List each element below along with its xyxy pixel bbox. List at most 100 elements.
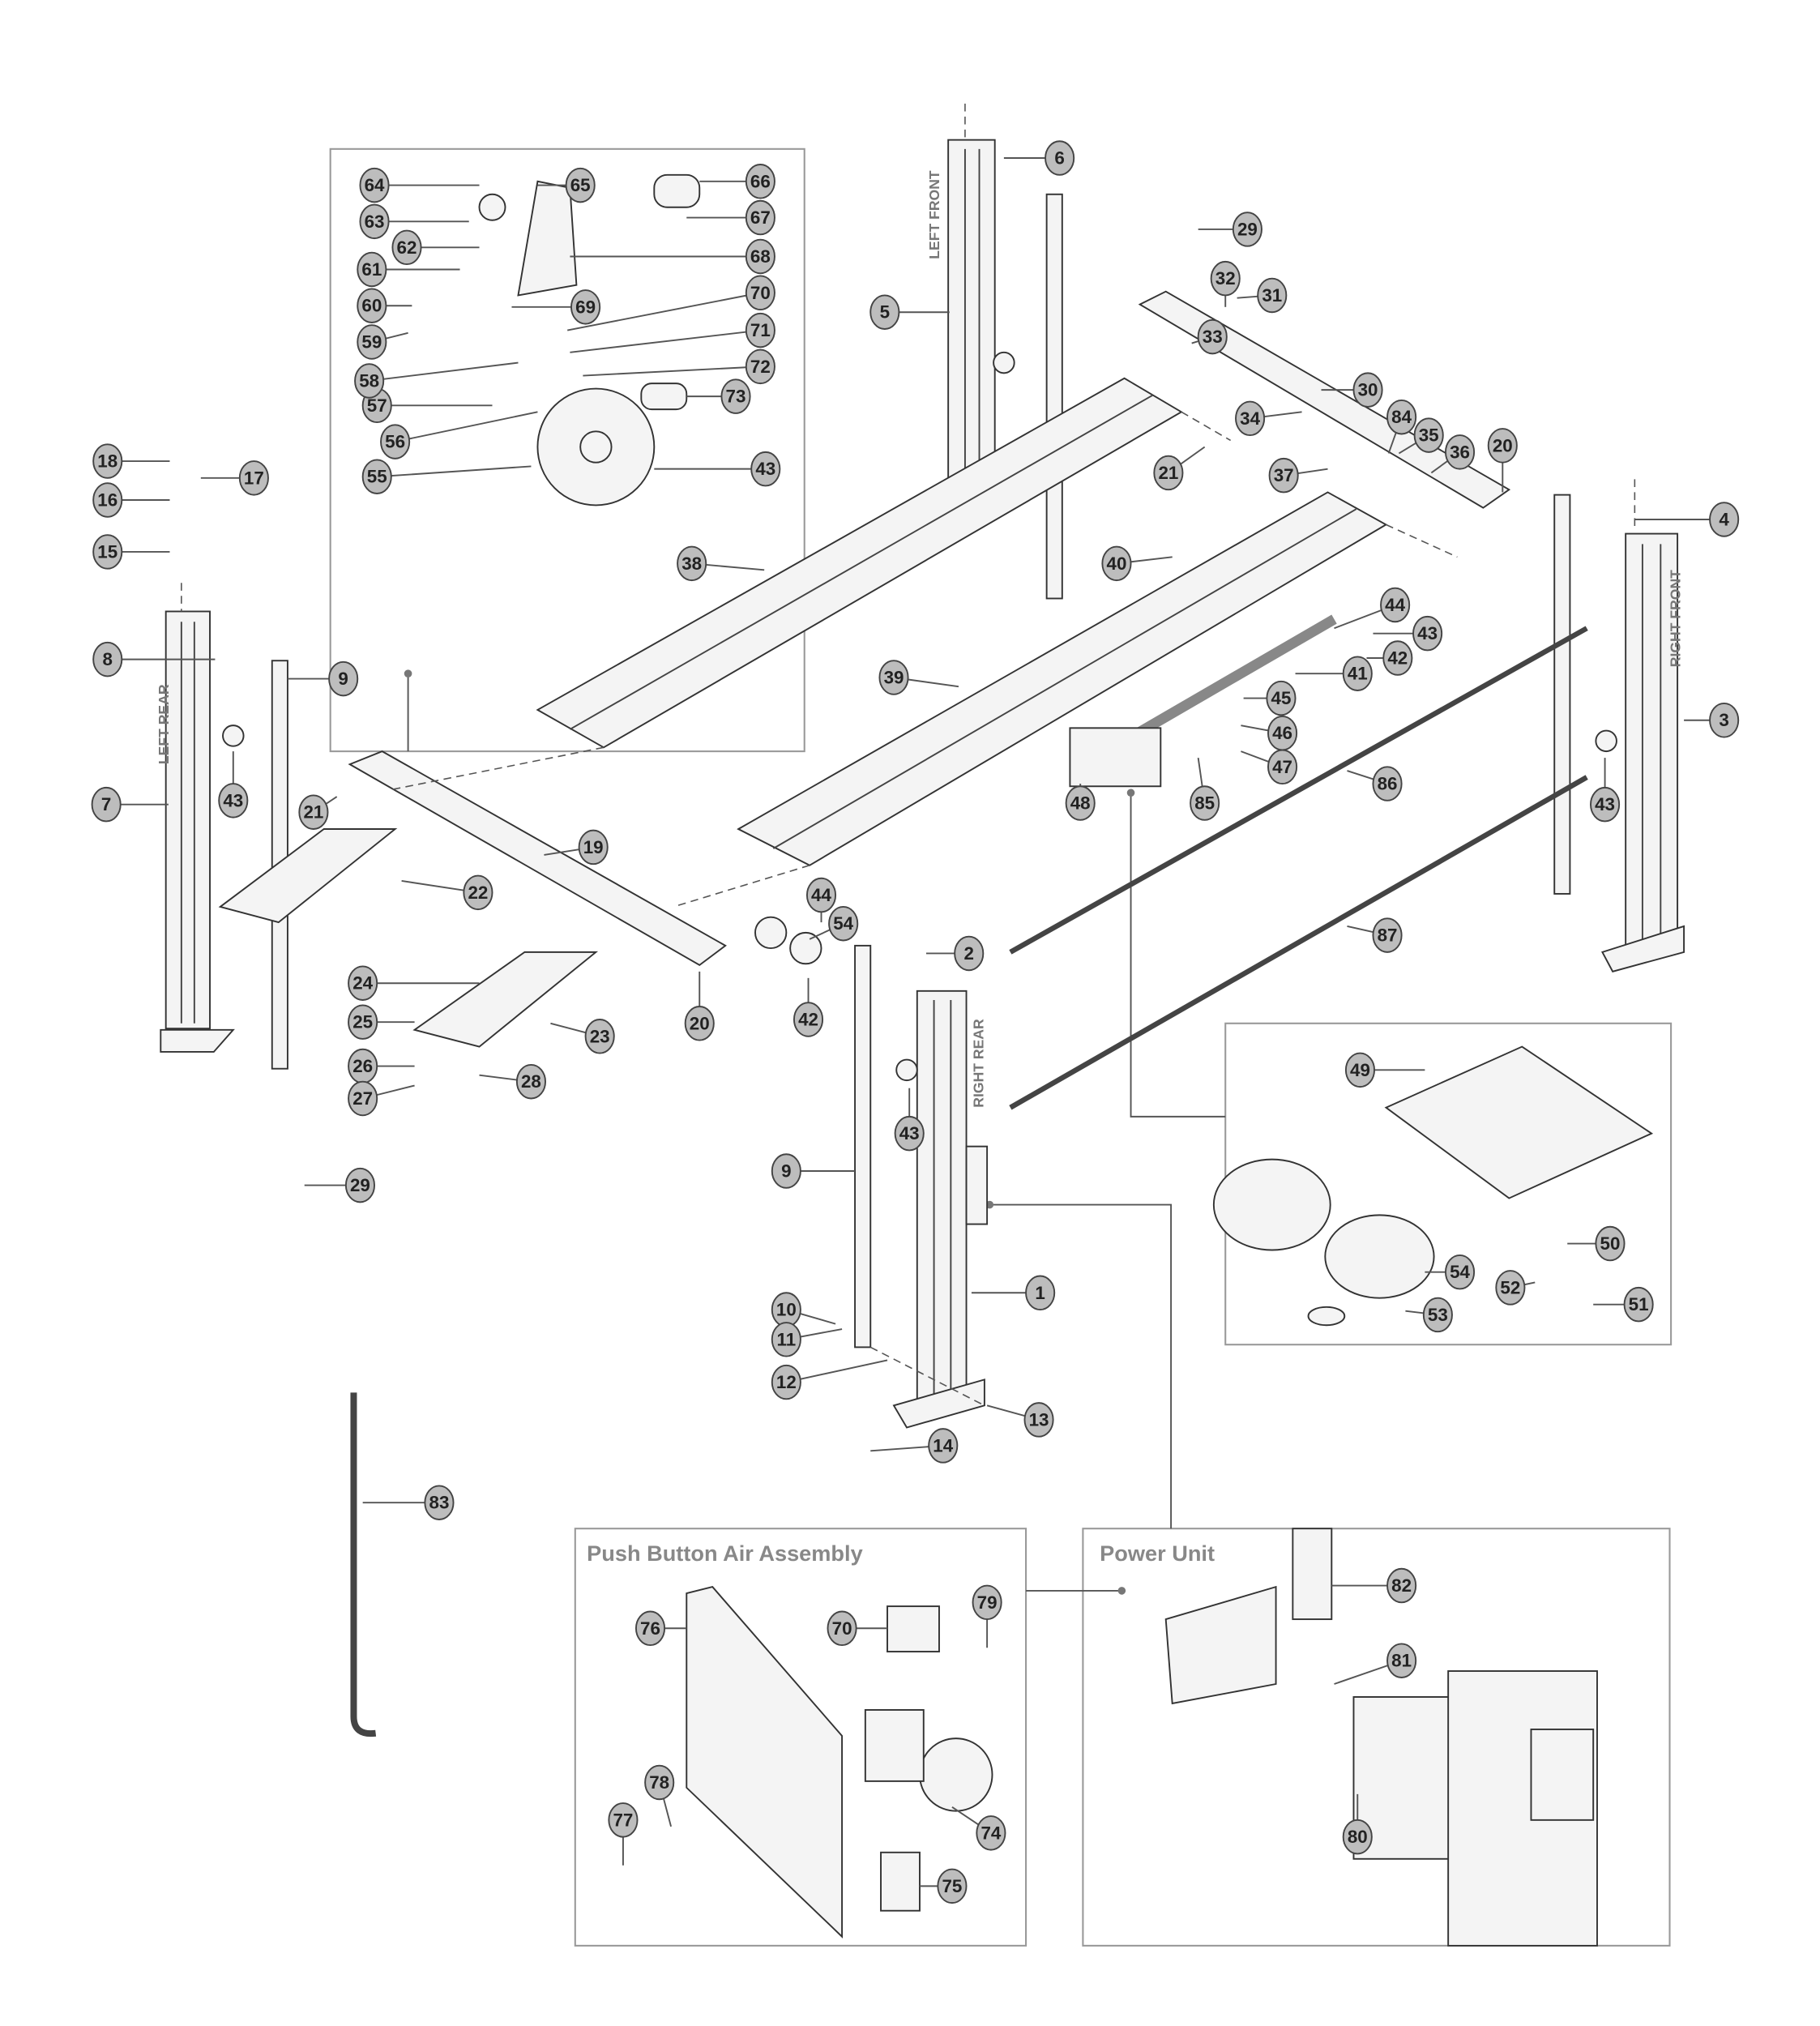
callout-number: 65: [570, 175, 591, 195]
callout-number: 28: [521, 1071, 541, 1092]
callout-bubble: [972, 1584, 1002, 1621]
cylinder-41: [1137, 614, 1337, 737]
callout-52: 52: [1495, 1270, 1536, 1306]
callout-5: 5: [869, 294, 950, 330]
callout-number: 12: [776, 1372, 797, 1392]
callout-number: 72: [750, 357, 771, 377]
callout-number: 19: [583, 837, 604, 857]
callout-31: 31: [1237, 277, 1288, 314]
crossbeam-30: [1138, 290, 1511, 509]
callout-number: 49: [1350, 1060, 1370, 1080]
callout-number: 23: [590, 1026, 610, 1046]
callout-bubble: [1210, 260, 1241, 297]
callout-bubble: [805, 877, 837, 913]
callout-number: 42: [798, 1009, 818, 1029]
callout-23: 23: [550, 1019, 615, 1054]
callout-number: 22: [468, 883, 488, 903]
callout-number: 59: [361, 331, 382, 352]
callout-number: 6: [1054, 148, 1064, 169]
callout-bubble: [634, 1610, 666, 1647]
callout-75: 75: [919, 1868, 968, 1904]
callout-81: 81: [1334, 1643, 1417, 1685]
callout-number: 39: [884, 667, 904, 687]
callout-77: 77: [608, 1802, 639, 1866]
callout-bubble: [1372, 917, 1403, 953]
column-left-front: LEFT FRONT: [926, 139, 996, 481]
callout-number: 86: [1378, 774, 1398, 794]
callout-bubble: [1257, 277, 1288, 314]
callout-62: 62: [391, 229, 480, 266]
callout-1: 1: [971, 1275, 1056, 1311]
callout-47: 47: [1241, 749, 1298, 785]
callout-number: 8: [103, 649, 113, 669]
callout-number: 17: [244, 468, 264, 488]
callout-bubble: [1235, 400, 1266, 437]
sheave-block-48: [1069, 727, 1162, 788]
svg-text:RIGHT REAR: RIGHT REAR: [970, 1019, 986, 1108]
callout-number: 79: [977, 1592, 998, 1613]
callout-number: 71: [750, 320, 771, 340]
callout-number: 5: [880, 302, 890, 323]
callout-number: 63: [365, 212, 385, 232]
callout-55: 55: [361, 459, 532, 494]
callout-bubble: [328, 660, 359, 697]
callout-bubble: [750, 451, 781, 487]
callout-70: 70: [567, 275, 775, 331]
callout-42: 42: [793, 977, 824, 1037]
callout-number: 61: [361, 259, 382, 280]
callout-number: 21: [303, 802, 323, 823]
callout-number: 82: [1391, 1575, 1412, 1596]
callout-54: 54: [1425, 1254, 1476, 1290]
callout-67: 67: [686, 199, 775, 236]
callout-bubble: [745, 164, 775, 199]
callout-33: 33: [1191, 318, 1228, 355]
callout-number: 44: [811, 885, 831, 905]
callout-bubble: [745, 238, 775, 275]
callout-number: 20: [1493, 435, 1513, 455]
callout-number: 75: [942, 1876, 963, 1896]
sheaves: [222, 351, 1617, 1327]
callout-number: 60: [361, 296, 382, 316]
rod-86: [1009, 626, 1588, 955]
leader-line: [786, 1359, 888, 1383]
callout-bubble: [92, 482, 123, 518]
callout-bubble: [1372, 766, 1403, 801]
callout-bubble: [359, 203, 390, 240]
callout-number: 26: [352, 1056, 373, 1076]
callout-29: 29: [304, 1167, 375, 1203]
hydraulic-hose-83: [350, 1392, 377, 1737]
callout-bubble: [92, 534, 123, 570]
callout-38: 38: [677, 545, 765, 582]
callout-11: 11: [771, 1322, 843, 1357]
callout-37: 37: [1268, 457, 1328, 494]
callout-54: 54: [809, 905, 859, 942]
callout-bubble: [1342, 1819, 1373, 1855]
callout-61: 61: [357, 251, 460, 288]
approach-ramp-24: [412, 951, 599, 1048]
callout-24: 24: [348, 965, 480, 1001]
callout-number: 4: [1719, 509, 1729, 529]
callout-13: 13: [986, 1402, 1054, 1438]
callout-43: 43: [1373, 615, 1443, 652]
callout-bubble: [570, 289, 601, 325]
callout-46: 46: [1241, 715, 1298, 751]
callout-25: 25: [348, 1004, 415, 1040]
callout-number: 43: [223, 790, 243, 810]
callout-12: 12: [771, 1359, 888, 1400]
callout-39: 39: [878, 660, 959, 695]
callout-bubble: [361, 459, 392, 494]
callout-56: 56: [380, 411, 538, 459]
callout-number: 35: [1419, 425, 1439, 446]
callout-bubble: [348, 965, 378, 1001]
callout-bubble: [745, 199, 775, 236]
callout-58: 58: [354, 361, 519, 399]
callout-number: 87: [1378, 925, 1398, 946]
callout-bubble: [391, 229, 422, 266]
callout-bubble: [1197, 318, 1228, 355]
callout-number: 68: [750, 246, 771, 267]
callout-bubble: [1344, 1052, 1376, 1088]
callout-53: 53: [1405, 1297, 1453, 1333]
callout-83: 83: [362, 1485, 455, 1520]
crossbeam-19: [348, 750, 727, 967]
push-button-title: Push Button Air Assembly: [587, 1541, 863, 1566]
